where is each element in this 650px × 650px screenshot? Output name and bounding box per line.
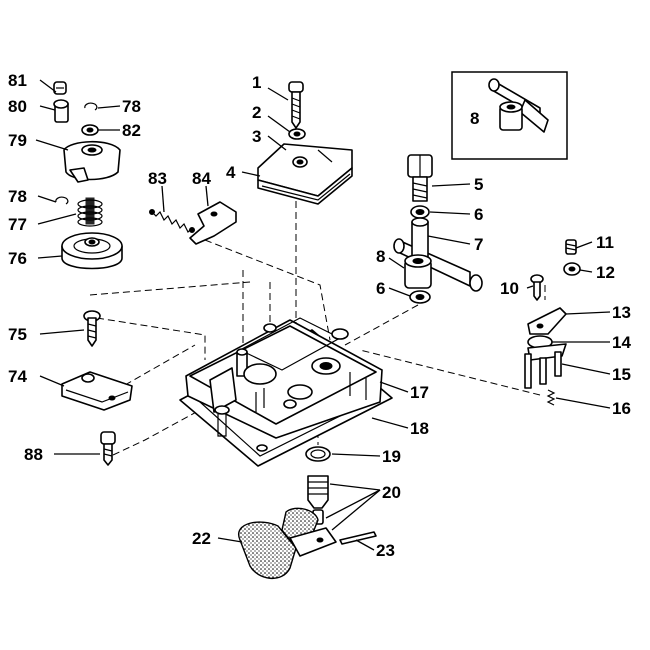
o-ring-19	[305, 446, 331, 462]
washer-82	[81, 124, 99, 136]
screw-75	[83, 310, 101, 347]
screw-81	[53, 81, 67, 95]
callout-76: 76	[8, 249, 27, 268]
bracket-84	[189, 201, 237, 245]
lever-14-15	[524, 335, 567, 389]
tee-pipe-7	[393, 217, 483, 292]
tee-fitting-detail	[488, 78, 549, 133]
callout-12: 12	[596, 263, 615, 282]
clip-78-top	[84, 102, 98, 111]
callout-79: 79	[8, 131, 27, 150]
callout-1: 1	[252, 73, 261, 92]
needle-valve-20	[307, 475, 329, 525]
bolt-5	[407, 154, 433, 202]
cover-3	[257, 143, 353, 205]
washer-6-top	[410, 205, 430, 219]
callout-82: 82	[122, 121, 141, 140]
callout-75: 75	[8, 325, 27, 344]
callout-84: 84	[192, 169, 211, 188]
callout-88: 88	[24, 445, 43, 464]
washer-6-bottom	[409, 290, 431, 304]
callout-6-top: 6	[474, 205, 483, 224]
screw-88	[100, 431, 116, 466]
clip-78-mid	[55, 196, 69, 205]
callout-labels: 1 2 3 4 5 6 7 8 6 8 10 11 12 13 14 15 16…	[8, 71, 631, 560]
pin-23	[339, 531, 377, 545]
callout-16: 16	[612, 399, 631, 418]
callout-3: 3	[252, 127, 261, 146]
diaphragm-housing-76	[61, 232, 123, 270]
callout-4: 4	[226, 163, 236, 182]
cam-79	[63, 140, 121, 183]
callout-17: 17	[410, 383, 429, 402]
washer-2	[288, 128, 306, 140]
callout-78-top: 78	[122, 97, 141, 116]
callout-80: 80	[8, 97, 27, 116]
nut-12	[563, 262, 581, 276]
callout-18: 18	[410, 419, 429, 438]
callout-77: 77	[8, 215, 27, 234]
leader-lines	[35, 79, 611, 551]
screw-11	[565, 239, 577, 255]
callout-19: 19	[382, 447, 401, 466]
callout-14: 14	[612, 333, 631, 352]
fitting-8	[404, 254, 432, 289]
callout-74: 74	[8, 367, 27, 386]
callout-10: 10	[500, 279, 519, 298]
spring-83	[149, 209, 195, 234]
screw-1	[288, 81, 304, 129]
screw-80	[53, 99, 69, 123]
callout-8-inset: 8	[470, 109, 479, 128]
lever-13	[527, 307, 567, 335]
spring-77	[77, 197, 103, 227]
callout-22: 22	[192, 529, 211, 548]
callout-83: 83	[148, 169, 167, 188]
screw-10	[530, 274, 544, 301]
callout-6-bottom: 6	[376, 279, 385, 298]
callout-78-mid: 78	[8, 187, 27, 206]
callout-13: 13	[612, 303, 631, 322]
spring-16	[546, 389, 556, 406]
callout-7: 7	[474, 235, 483, 254]
callout-20: 20	[382, 483, 401, 502]
callout-11: 11	[596, 233, 614, 252]
assembly-guide-lines	[89, 190, 546, 456]
callout-5: 5	[474, 175, 483, 194]
callout-8-main: 8	[376, 247, 385, 266]
carburetor-body-17	[185, 317, 383, 439]
callout-15: 15	[612, 365, 631, 384]
inset-detail-box	[451, 71, 568, 160]
float-22	[237, 507, 337, 579]
bracket-74	[61, 371, 133, 411]
callout-23: 23	[376, 541, 395, 560]
callout-2: 2	[252, 103, 261, 122]
callout-81: 81	[8, 71, 27, 90]
